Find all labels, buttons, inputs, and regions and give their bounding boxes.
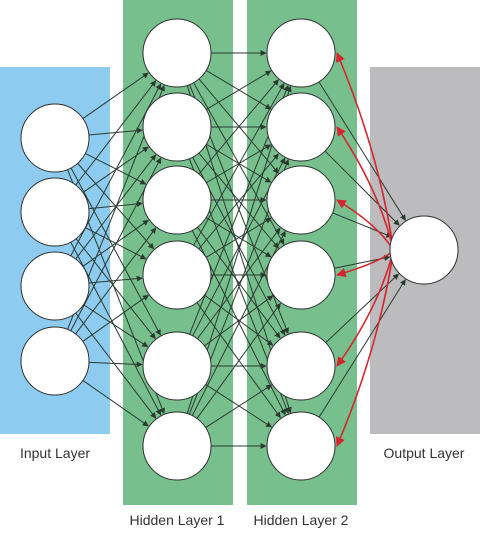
edge-hidden1-5-to-hidden2-3 — [196, 302, 281, 419]
hidden1-node-5 — [142, 411, 212, 481]
edge-input-0-to-hidden1-0 — [82, 72, 149, 119]
edge-hidden1-4-to-hidden2-2 — [196, 227, 281, 340]
hidden2-node-5 — [266, 411, 336, 481]
edge-hidden2-4-to-output-0 — [325, 273, 399, 344]
edge-input-2-to-hidden1-4 — [83, 304, 149, 348]
edge-input-0-to-hidden1-2 — [85, 152, 147, 185]
hidden2-node-3 — [266, 240, 336, 310]
edge-hidden1-3-to-hidden2-1 — [198, 153, 279, 250]
edge-input-2-to-hidden1-5 — [75, 312, 157, 419]
hidden1-node-0 — [142, 18, 212, 88]
edge-hidden1-3-to-hidden2-0 — [193, 83, 285, 246]
edge-hidden1-5-to-hidden2-4 — [205, 384, 273, 428]
output-layer-label: Output Layer — [384, 445, 465, 461]
edge-hidden1-1-to-hidden2-0 — [205, 70, 272, 111]
input-node-3 — [20, 326, 90, 396]
hidden2-node-0 — [266, 18, 336, 88]
edge-input-1-to-hidden1-0 — [75, 80, 157, 186]
input-node-0 — [20, 103, 90, 173]
edge-input-2-to-hidden1-2 — [82, 219, 149, 267]
feedback-arrow-output-to-hidden2-5 — [335, 259, 393, 447]
hidden2-node-2 — [266, 165, 336, 235]
feedback-arrow-output-to-hidden2-1 — [336, 126, 393, 245]
feedback-arrow-output-to-hidden2-4 — [336, 255, 393, 367]
edge-hidden1-3-to-hidden2-2 — [205, 217, 272, 258]
input-node-1 — [20, 177, 90, 247]
edge-hidden1-4-to-hidden2-3 — [204, 295, 274, 347]
hidden2-node-4 — [266, 331, 336, 401]
hidden1-node-2 — [142, 165, 212, 235]
edge-input-1-to-hidden1-2 — [88, 200, 143, 210]
edge-input-3-to-hidden1-4 — [88, 361, 143, 368]
hidden1-node-1 — [142, 92, 212, 162]
hidden-layer-2-label: Hidden Layer 2 — [254, 512, 349, 528]
edge-input-0-to-hidden1-4 — [70, 167, 161, 336]
feedback-arrow-output-to-hidden2-2 — [336, 199, 393, 249]
edge-hidden2-5-to-output-0 — [318, 279, 406, 418]
hidden-layer-1-label: Hidden Layer 1 — [130, 512, 225, 528]
edge-hidden1-2-to-hidden2-0 — [198, 79, 279, 175]
output-node-0 — [389, 215, 459, 285]
edge-input-3-to-hidden1-3 — [82, 294, 149, 342]
input-node-2 — [20, 251, 90, 321]
feedback-arrow-output-to-hidden2-3 — [336, 251, 393, 278]
input-layer-label: Input Layer — [20, 445, 90, 461]
edge-input-3-to-hidden1-2 — [75, 227, 157, 335]
edge-hidden2-0-to-output-0 — [318, 81, 406, 221]
feedback-arrow-output-to-hidden2-0 — [335, 52, 393, 241]
hidden1-node-4 — [142, 331, 212, 401]
hidden1-node-3 — [142, 240, 212, 310]
hidden2-node-1 — [266, 92, 336, 162]
edge-input-1-to-hidden1-4 — [75, 238, 156, 340]
edge-input-3-to-hidden1-5 — [82, 380, 149, 427]
edge-hidden2-2-to-output-0 — [332, 212, 393, 238]
